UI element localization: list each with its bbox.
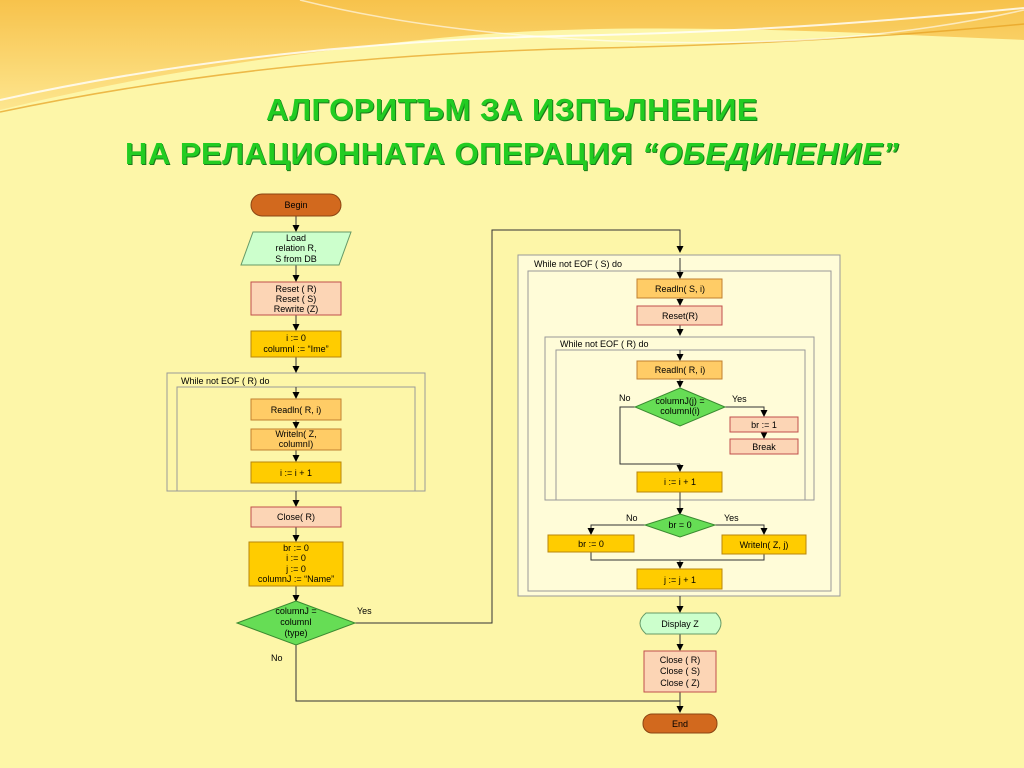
label-no-type: No	[271, 653, 283, 663]
close-all-node: Close ( R) Close ( S) Close ( Z)	[643, 650, 717, 693]
svg-text:Readln( S, i): Readln( S, i)	[655, 284, 705, 294]
svg-text:columnI := “Ime”: columnI := “Ime”	[263, 344, 328, 354]
end-terminator: End	[642, 713, 718, 734]
display-z-node: Display Z	[639, 612, 722, 635]
connectors	[292, 216, 768, 713]
svg-text:Close ( Z): Close ( Z)	[660, 678, 700, 688]
svg-text:Close ( S): Close ( S)	[660, 666, 700, 676]
increment-i-node: i := i + 1	[250, 461, 342, 484]
increment-i-inner-node: i := i + 1	[636, 471, 723, 493]
svg-text:i := 0: i := 0	[286, 333, 306, 343]
readln-s-node: Readln( S, i)	[636, 278, 723, 299]
svg-text:Break: Break	[752, 442, 776, 452]
init-i-node: i := 0 columnI := “Ime”	[250, 330, 342, 358]
decision-type-node: columnJ = columnI (type)	[235, 600, 357, 646]
svg-text:Display Z: Display Z	[661, 619, 699, 629]
svg-text:columnJ(j) =: columnJ(j) =	[655, 396, 704, 406]
svg-text:br = 0: br = 0	[668, 520, 691, 530]
svg-text:Rewrite (Z): Rewrite (Z)	[274, 304, 319, 314]
reset-r-node: Reset(R)	[636, 305, 723, 326]
decision-column-node: columnJ(j) = columnI(i)	[633, 387, 727, 427]
init-br-node: br := 0 i := 0 j := 0 columnJ := “Name”	[248, 541, 344, 587]
svg-text:Writeln( Z, j): Writeln( Z, j)	[740, 540, 789, 550]
close-r-node: Close( R)	[250, 506, 342, 528]
svg-text:relation R,: relation R,	[275, 243, 316, 253]
begin-terminator: Begin	[250, 193, 342, 217]
readln-r-inner-node: Readln( R, i)	[636, 360, 723, 380]
break-node: Break	[729, 438, 799, 455]
svg-text:Reset(R): Reset(R)	[662, 311, 698, 321]
svg-text:br := 0: br := 0	[283, 543, 309, 553]
svg-text:Begin: Begin	[284, 200, 307, 210]
svg-text:columnI(i): columnI(i)	[660, 406, 700, 416]
svg-text:j := j + 1: j := j + 1	[663, 575, 696, 585]
svg-text:br := 0: br := 0	[578, 539, 604, 549]
svg-text:br := 1: br := 1	[751, 420, 777, 430]
svg-text:Reset ( S): Reset ( S)	[276, 294, 317, 304]
slide-title-line-1: АЛГОРИТЪМ ЗА ИЗПЪЛНЕНИЕ	[265, 92, 759, 127]
svg-text:i := i + 1: i := i + 1	[664, 477, 696, 487]
label-yes-br: Yes	[724, 513, 739, 523]
svg-text:End: End	[672, 719, 688, 729]
decision-br-node: br = 0	[643, 513, 717, 538]
loop-label-s: While not EOF ( S) do	[534, 259, 622, 269]
label-yes-type: Yes	[357, 606, 372, 616]
svg-text:Readln( R, i): Readln( R, i)	[655, 365, 706, 375]
svg-text:Close( R): Close( R)	[277, 512, 315, 522]
svg-text:Load: Load	[286, 233, 306, 243]
svg-text:columnJ =: columnJ =	[275, 606, 316, 616]
svg-text:i := i + 1: i := i + 1	[280, 468, 312, 478]
readln-r-node: Readln( R, i)	[250, 398, 342, 421]
svg-text:S from DB: S from DB	[275, 254, 317, 264]
set-br-1-node: br := 1	[729, 416, 799, 433]
load-input-node: Load relation R, S from DB	[240, 231, 352, 266]
title-line-2-emphasis: “ОБЕДИНЕНИЕ”	[642, 136, 900, 171]
set-br-0-node: br := 0	[547, 534, 635, 553]
increment-j-node: j := j + 1	[636, 568, 723, 590]
svg-text:columnI): columnI)	[279, 439, 314, 449]
svg-text:columnJ := “Name”: columnJ := “Name”	[258, 574, 334, 584]
label-no-br: No	[626, 513, 638, 523]
svg-text:i := 0: i := 0	[286, 553, 306, 563]
svg-text:Readln( R, i): Readln( R, i)	[271, 405, 322, 415]
svg-text:Close ( R): Close ( R)	[660, 655, 701, 665]
svg-text:(type): (type)	[284, 628, 307, 638]
writeln-columni-node: Writeln( Z, columnI)	[250, 428, 342, 451]
label-yes-column: Yes	[732, 394, 747, 404]
loop-label-r2: While not EOF ( R) do	[560, 339, 649, 349]
reset-process-node: Reset ( R) Reset ( S) Rewrite (Z)	[250, 281, 342, 316]
writeln-zj-node: Writeln( Z, j)	[721, 534, 807, 555]
svg-text:j := 0: j := 0	[285, 564, 306, 574]
label-no-column: No	[619, 393, 631, 403]
svg-text:Writeln( Z,: Writeln( Z,	[275, 429, 316, 439]
slide-title-line-2: НА РЕЛАЦИОННАТА ОПЕРАЦИЯ “ОБЕДИНЕНИЕ”	[0, 136, 1024, 172]
svg-text:columnI: columnI	[280, 617, 312, 627]
loop-label-r1: While not EOF ( R) do	[181, 376, 270, 386]
title-line-2-main: НА РЕЛАЦИОННАТА ОПЕРАЦИЯ	[124, 136, 643, 171]
svg-text:Reset ( R): Reset ( R)	[275, 284, 316, 294]
